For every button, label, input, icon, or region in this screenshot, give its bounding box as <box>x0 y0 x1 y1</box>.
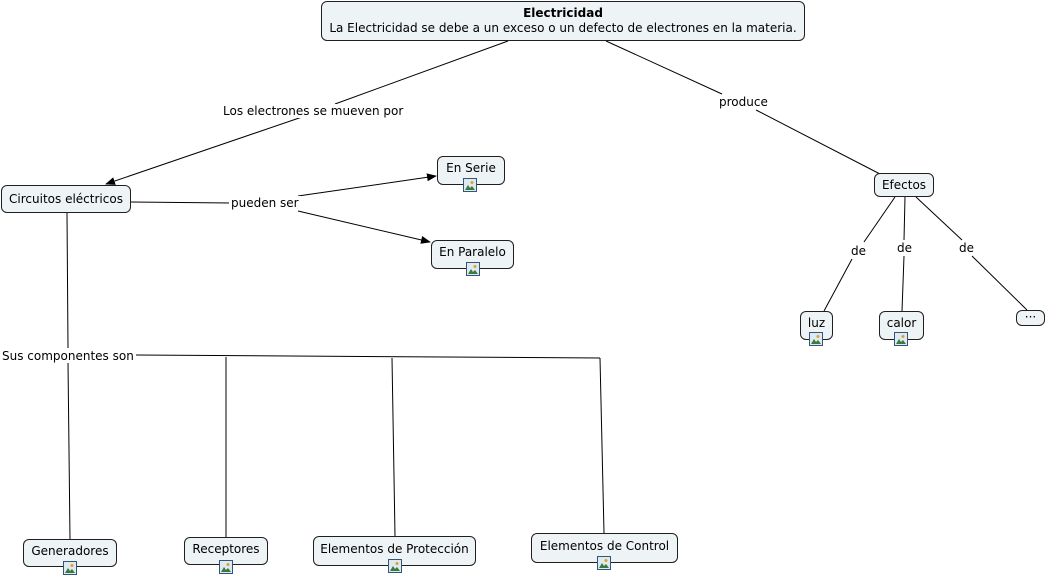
node-series[interactable]: En Serie <box>437 156 505 185</box>
image-icon[interactable] <box>466 262 480 276</box>
link-label-of-calor: de <box>895 241 914 255</box>
image-icon[interactable] <box>597 556 611 570</box>
node-parallel-label: En Paralelo <box>439 245 506 259</box>
node-circuits[interactable]: Circuitos eléctricos <box>1 185 131 213</box>
link-label-move-through: Los electrones se mueven por <box>221 104 406 118</box>
node-effects[interactable]: Efectos <box>874 173 934 197</box>
line-move-label-to-circuits <box>105 115 306 185</box>
line-effects-to-calor-label <box>903 196 906 241</box>
line-produce-label-to-effects <box>755 109 881 175</box>
line-more-label-to-more <box>971 255 1028 311</box>
link-label-components-are: Sus componentes son <box>0 349 136 363</box>
image-icon[interactable] <box>388 559 402 573</box>
node-receivers-label: Receptores <box>192 542 260 556</box>
image-icon[interactable] <box>63 561 77 575</box>
line-components-horizontal <box>135 354 601 359</box>
root-description: La Electricidad se debe a un exceso o un… <box>329 21 797 35</box>
link-label-of-luz: de <box>849 244 868 258</box>
link-label-produces: produce <box>717 95 770 109</box>
line-circuits-to-components-label <box>66 212 69 349</box>
node-series-label: En Serie <box>446 161 496 175</box>
line-components-to-generators <box>67 361 71 540</box>
node-circuits-label: Circuitos eléctricos <box>9 192 123 206</box>
line-canbe-label-to-parallel <box>297 210 431 244</box>
node-generators-label: Generadores <box>31 544 109 558</box>
node-control-label: Elementos de Control <box>539 539 670 553</box>
line-effects-to-luz-label <box>863 196 896 243</box>
node-protection-label: Elementos de Protección <box>320 542 469 556</box>
line-components-to-protection <box>391 357 396 537</box>
link-label-can-be: pueden ser <box>229 196 301 210</box>
line-effects-to-more-label <box>915 196 963 241</box>
line-luz-label-to-luz <box>823 258 853 312</box>
image-icon[interactable] <box>463 178 477 192</box>
root-concept[interactable]: Electricidad La Electricidad se debe a u… <box>321 1 805 41</box>
line-root-to-move-label <box>334 40 509 105</box>
line-calor-label-to-calor <box>901 255 905 312</box>
image-icon[interactable] <box>219 560 233 574</box>
node-light-label: luz <box>807 316 826 330</box>
node-more-label: ··· <box>1024 310 1037 324</box>
image-icon[interactable] <box>894 332 908 346</box>
line-circuits-to-canbe-label <box>130 201 232 204</box>
line-root-to-produce-label <box>605 40 723 95</box>
image-icon[interactable] <box>809 332 823 346</box>
node-more[interactable]: ··· <box>1016 310 1045 326</box>
node-heat-label: calor <box>886 316 917 330</box>
line-canbe-label-to-series <box>297 173 437 197</box>
link-label-of-more: de <box>957 241 976 255</box>
root-title: Electricidad <box>523 6 603 20</box>
node-effects-label: Efectos <box>881 178 927 192</box>
line-components-to-control <box>599 357 605 534</box>
